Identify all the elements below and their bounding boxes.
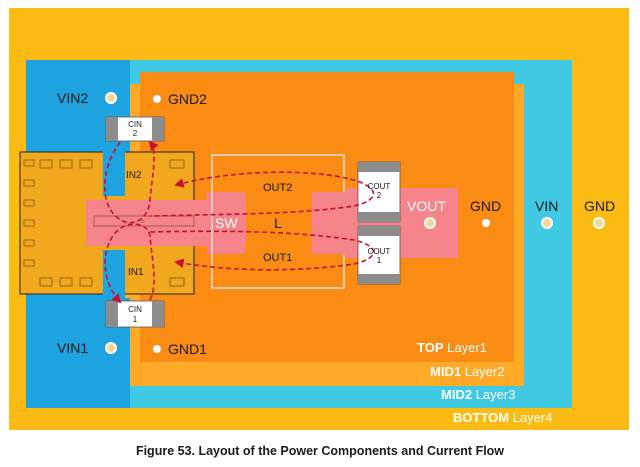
terminal-dots: [105, 92, 605, 354]
vin-terminal: [541, 217, 553, 229]
cin1-loop: [104, 223, 155, 304]
via-marker: =: [140, 217, 145, 226]
cin2-capacitor: [105, 116, 165, 142]
current-flow: [103, 140, 375, 304]
gnd2-label: GND2: [168, 91, 207, 107]
out2-loop: [149, 171, 375, 217]
cin2-name: CIN: [128, 120, 142, 129]
cin1-index: 1: [133, 315, 138, 324]
inductor-right-pad: [312, 192, 348, 254]
vin2-terminal: [105, 92, 117, 104]
vout-terminal: [424, 217, 436, 229]
inductor-label: L: [274, 215, 282, 231]
vin1-terminal: [105, 342, 117, 354]
gnd-label-a: GND: [470, 198, 501, 214]
cin1-capacitor: [105, 300, 165, 328]
cout2-capacitor: [357, 161, 401, 223]
cout2-index: 2: [377, 191, 382, 200]
in1-label: IN1: [128, 267, 144, 278]
vout-label: VOUT: [407, 198, 446, 214]
out2-label: OUT2: [263, 182, 292, 194]
in2-label: IN2: [126, 170, 142, 181]
figure-caption: Figure 53. Layout of the Power Component…: [135, 444, 505, 458]
top-layer-label: TOP Layer1: [417, 340, 487, 355]
vin-label: VIN: [535, 198, 558, 214]
in2-strip: [103, 148, 125, 196]
pcb-layout-diagram: =: [9, 8, 629, 430]
cin2-index: 2: [133, 129, 138, 138]
vin1-label: VIN1: [57, 340, 88, 356]
bottom-layer-label: BOTTOM Layer4: [453, 410, 552, 425]
gnd-label-b: GND: [584, 198, 615, 214]
cout1-name: COUT: [368, 247, 391, 256]
gnd1-terminal: [153, 345, 161, 353]
gnd2-terminal: [153, 95, 161, 103]
gnd-terminal-b: [593, 217, 605, 229]
cout1-index: 1: [377, 256, 382, 265]
sw-label: SW: [215, 215, 238, 231]
cout1-capacitor: [357, 225, 401, 285]
cin2-loop: [103, 140, 159, 224]
sw-pad: [207, 192, 245, 254]
in1-strip: [103, 250, 125, 298]
out1-loop: [149, 230, 375, 271]
out1-label: OUT1: [263, 252, 292, 264]
cin1-name: CIN: [128, 305, 142, 314]
vin2-label: VIN2: [57, 90, 88, 106]
cout2-name: COUT: [368, 182, 391, 191]
mid2-layer-label: MID2 Layer3: [441, 387, 515, 402]
mid1-layer-label: MID1 Layer2: [430, 364, 504, 379]
gnd1-label: GND1: [168, 341, 207, 357]
gnd-terminal-a: [482, 219, 490, 227]
